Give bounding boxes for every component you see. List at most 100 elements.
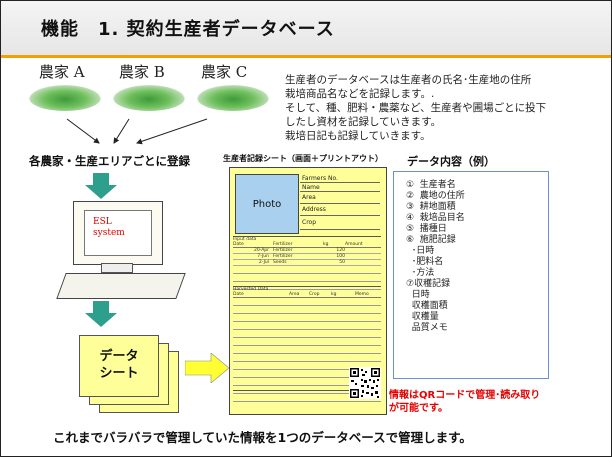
data-content-list: ① 生産者名 ② 農地の住所 ③ 耕地面積 ④ 栽培品目名 ⑤ 播種日 ⑥ 施肥…: [406, 180, 465, 334]
bottom-message: これまでバラバラで管理していた情報を1つのデータベースで管理します。: [53, 430, 472, 445]
harvest-blank-row: [233, 298, 381, 306]
field-address: Address: [300, 204, 380, 216]
data-content-title: データ内容（例）: [407, 155, 495, 168]
data-sheet-label-line1: データ: [99, 349, 139, 364]
field-farmers-no: Farmers No.: [300, 174, 380, 183]
description-line: 生産者のデータベースは生産者の氏名･生産地の住所: [285, 74, 532, 86]
photo-box: Photo: [235, 174, 299, 234]
farmer-b-label: 農家 B: [119, 63, 165, 81]
data-content-box: ① 生産者名 ② 農地の住所 ③ 耕地面積 ④ 栽培品目名 ⑤ 播種日 ⑥ 施肥…: [393, 171, 549, 379]
field-area: Area: [300, 192, 380, 204]
register-label: 各農家・生産エリアごとに登録: [29, 154, 190, 168]
harvest-blank-row: [233, 394, 381, 402]
page-title: 機能 1. 契約生産者データベース: [41, 19, 335, 40]
qr-note: 情報はQRコードで管理･読み取り が可能です。: [389, 389, 589, 415]
keyboard: [56, 273, 186, 299]
qr-note-line1: 情報はQRコードで管理･読み取り: [389, 390, 541, 401]
harvest-header-date: Date: [233, 292, 244, 297]
input-header-date: Date: [233, 242, 244, 247]
harvest-blank-row: [233, 314, 381, 322]
harvest-header-kg: kg: [331, 292, 337, 297]
farmer-c-label: 農家 C: [201, 63, 248, 81]
description-line: 栽培商品名などを記録します。.: [285, 88, 435, 100]
input-blank-row: [233, 274, 381, 282]
profile-fields: Farmers No. Name Area Address Crop: [300, 174, 380, 230]
input-cell-date: 20-Apr: [253, 248, 269, 253]
data-item: ⑥ 施肥記録: [406, 235, 456, 245]
down-arrow-icon: [85, 173, 117, 199]
field-b-image: [113, 85, 185, 111]
system-label: system: [93, 228, 125, 238]
title-bar: 機能 1. 契約生産者データベース: [1, 1, 611, 58]
data-item: ･日時: [406, 246, 435, 256]
input-data-label: Input data: [233, 237, 257, 242]
description-line: 栽培日記も記録していきます。: [285, 130, 431, 142]
harvest-blank-row: [233, 306, 381, 314]
computer-monitor: ESL system: [73, 201, 163, 265]
harvest-data-section: Harvested Data Date Area Crop kg Memo: [233, 286, 381, 402]
input-cell-kg: 50: [339, 260, 345, 265]
field-name: Name: [300, 183, 380, 192]
data-item: ① 生産者名: [406, 180, 456, 190]
input-cell-date: 2-Jul: [258, 260, 269, 265]
harvest-blank-row: [233, 354, 381, 362]
description: 生産者のデータベースは生産者の氏名･生産地の住所 栽培商品名などを記録します。.…: [285, 73, 605, 143]
harvest-blank-row: [233, 386, 381, 394]
field-a-image: [29, 85, 101, 111]
esl-system-label: ESL system: [93, 217, 125, 239]
harvest-data-header: Date Area Crop kg Memo: [233, 292, 381, 298]
input-cell-kg: 120: [336, 248, 345, 253]
harvest-header-area: Area: [289, 292, 300, 297]
input-data-row: 20-Apr Fertilizer 120: [233, 248, 381, 254]
input-blank-row: [233, 282, 381, 290]
monitor-screen: ESL system: [84, 210, 152, 256]
data-sheet-label: データ シート: [90, 348, 148, 382]
harvest-header-memo: Memo: [355, 292, 369, 297]
harvest-blank-row: [233, 322, 381, 330]
farmer-a-label: 農家 A: [39, 63, 85, 81]
harvest-blank-row: [233, 338, 381, 346]
data-item: ⑦収穫記録: [406, 279, 451, 289]
document-stack-front: データ シート: [79, 335, 159, 397]
data-item: 収穫面積: [406, 301, 448, 311]
harvest-data-label: Harvested Data: [233, 287, 269, 292]
record-sheet-title: 生産者記録シート（画面＋プリントアウト）: [223, 154, 383, 163]
qr-code: [349, 367, 381, 399]
description-line: したし資材を記録していきます。: [285, 116, 442, 128]
data-item: ･方法: [406, 268, 435, 278]
qr-code-icon: [349, 367, 381, 399]
data-sheet-label-line2: シート: [99, 366, 139, 381]
input-data-header: Date Fertilizer kg Amount: [233, 242, 381, 248]
data-item: 収穫量: [406, 312, 439, 322]
data-item: ② 農地の住所: [406, 191, 465, 201]
description-line: そして、種、肥料・農薬など、生産者や圃場ごとに投下: [285, 102, 547, 114]
input-cell-fertilizer: Fertilizer: [273, 248, 293, 253]
data-item: ③ 耕地面積: [406, 202, 456, 212]
input-data-section: Input data Date Fertilizer kg Amount 20-…: [233, 236, 381, 290]
input-header-kg: kg: [323, 242, 329, 247]
input-data-row: 7-Jun Fertilizer 100: [233, 254, 381, 260]
field-crop: Crop: [300, 216, 380, 230]
harvest-blank-row: [233, 330, 381, 338]
harvest-blank-row: [233, 378, 381, 386]
sheet-footer: [233, 390, 381, 411]
input-cell-date: 7-Jun: [257, 254, 269, 259]
right-arrow-icon: [185, 353, 229, 383]
input-cell-fertilizer: Fertilizer: [273, 254, 293, 259]
harvest-header-crop: Crop: [309, 292, 320, 297]
qr-note-line2: が可能です。: [389, 403, 448, 414]
data-item: ④ 栽培品目名: [406, 213, 465, 223]
harvest-blank-row: [233, 362, 381, 370]
input-header-amount: Amount: [345, 242, 363, 247]
data-item: 品質メモ: [406, 323, 448, 333]
data-item: 日時: [406, 290, 430, 300]
esl-label: ESL: [93, 217, 112, 227]
input-header-fertilizer: Fertilizer: [273, 242, 293, 247]
input-cell-fertilizer: Seeds: [273, 260, 287, 265]
monitor-stand: [101, 263, 133, 273]
data-item: ･肥料名: [406, 257, 444, 267]
input-data-row: 2-Jul Seeds 50: [233, 260, 381, 266]
input-blank-row: [233, 266, 381, 274]
